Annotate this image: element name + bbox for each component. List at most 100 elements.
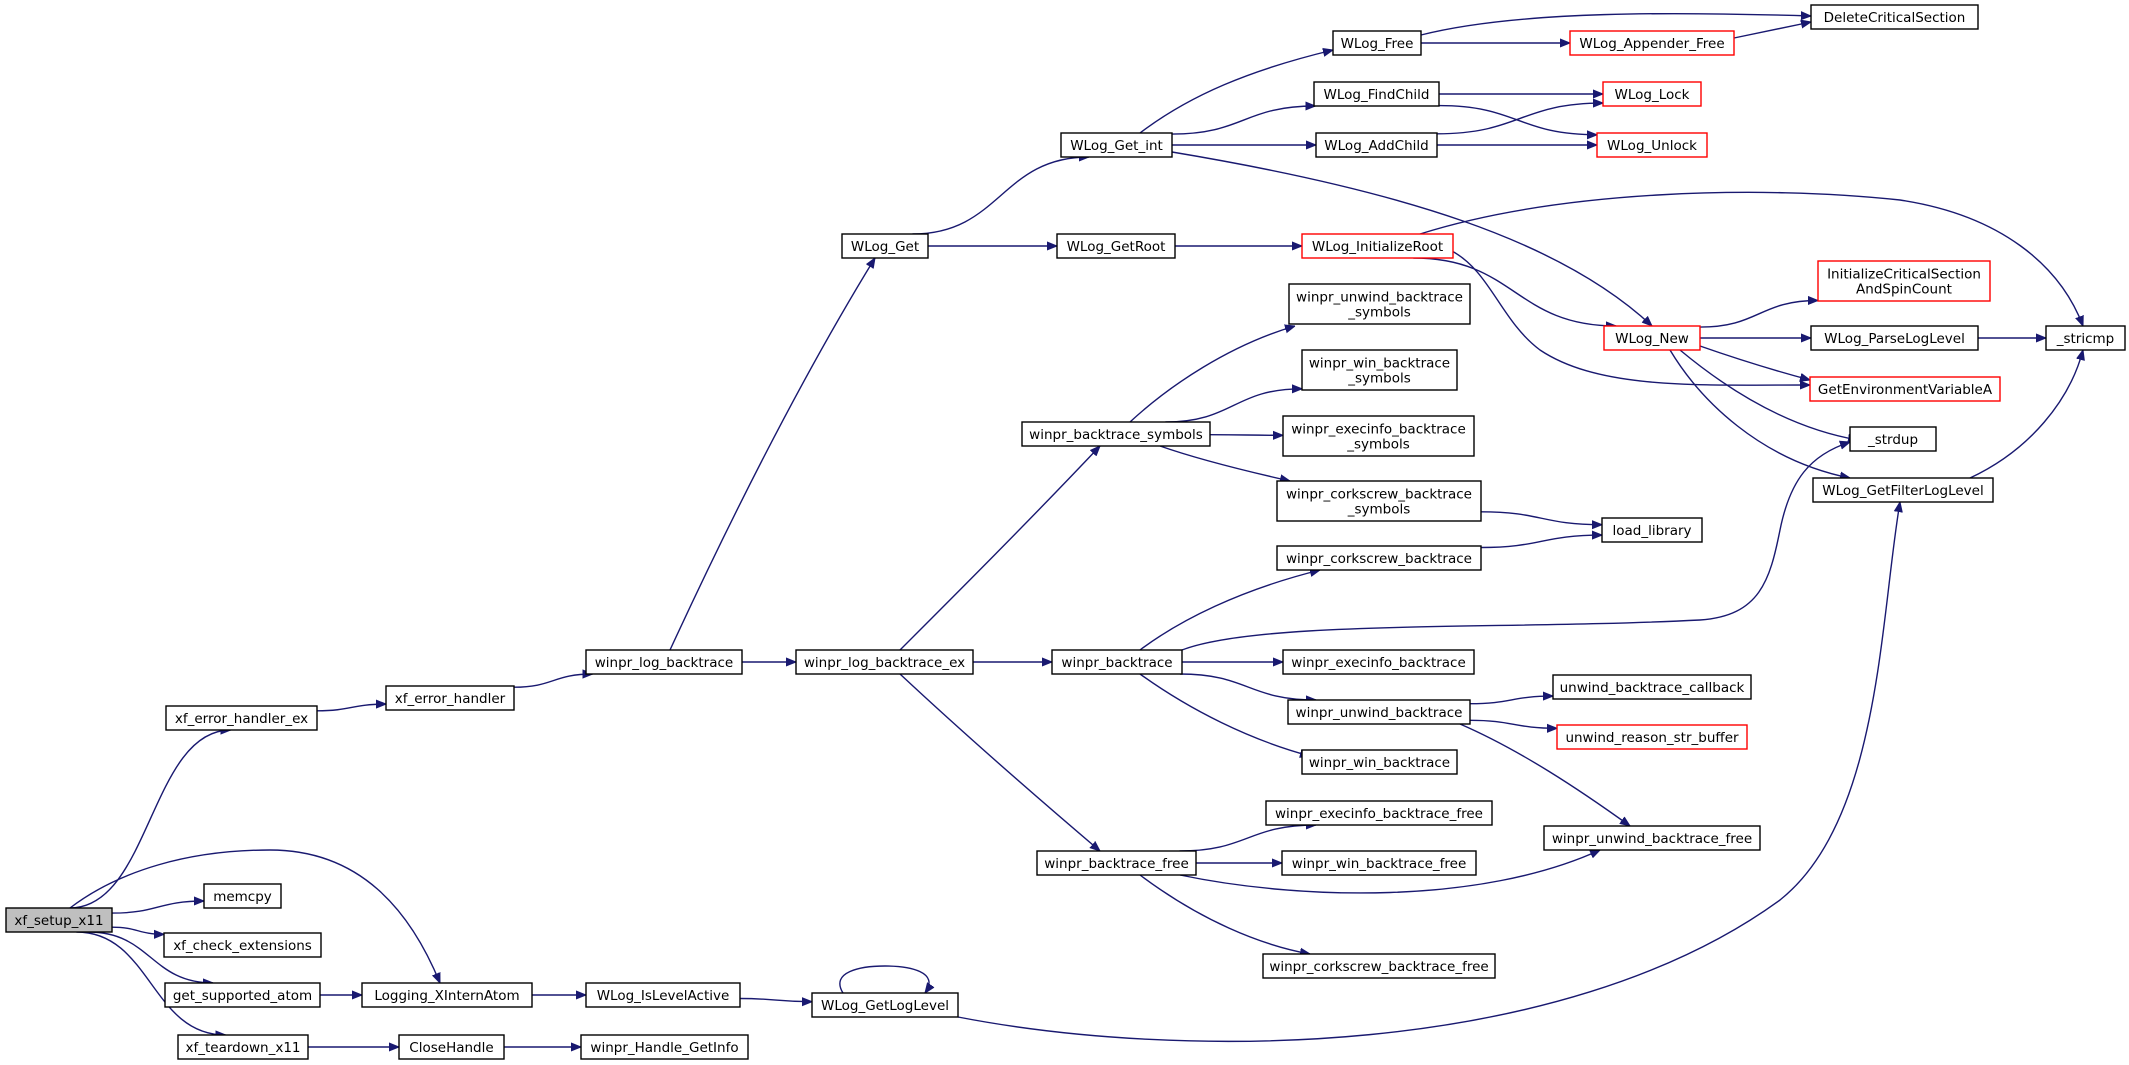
edge-xf_setup_x11-to-get_supported_atom <box>88 931 213 983</box>
node-xf_teardown_x11[interactable]: xf_teardown_x11 <box>177 1034 309 1060</box>
node-WLog_Get[interactable]: WLog_Get <box>841 233 929 259</box>
node-box <box>1313 81 1440 107</box>
node-_strdup[interactable]: _strdup <box>1849 426 1937 452</box>
node-xf_error_handler_ex[interactable]: xf_error_handler_ex <box>165 705 318 731</box>
node-box <box>5 907 113 933</box>
edge-winpr_unwind_backtrace-to-winpr_unwind_backtrace_free <box>1459 723 1630 826</box>
node-memcpy[interactable]: memcpy <box>203 883 282 909</box>
node-_stricmp[interactable]: _stricmp <box>2045 325 2126 351</box>
node-winpr_corkscrew_backtrace[interactable]: winpr_corkscrew_backtrace <box>1276 545 1482 571</box>
edge-WLog_InitializeRoot-to-WLog_New <box>1413 257 1616 326</box>
node-box <box>1809 376 2001 402</box>
node-box <box>1021 421 1211 447</box>
node-xf_check_extensions[interactable]: xf_check_extensions <box>163 932 322 958</box>
edge-WLog_GetFilterLogLevel-to-_stricmp <box>1969 350 2083 479</box>
node-box <box>1556 724 1748 750</box>
node-CloseHandle[interactable]: CloseHandle <box>398 1034 505 1060</box>
node-WLog_GetLogLevel[interactable]: WLog_GetLogLevel <box>811 992 959 1018</box>
node-unwind_backtrace_callback[interactable]: unwind_backtrace_callback <box>1552 674 1752 700</box>
node-winpr_win_backtrace[interactable]: winpr_win_backtrace <box>1301 749 1458 775</box>
edge-WLog_Get_int-to-WLog_Free <box>1139 50 1333 134</box>
edge-WLog_Get_int-to-WLog_FindChild <box>1171 106 1315 135</box>
edge-WLog_New-to-GetEnvironmentVariableA <box>1699 345 1810 380</box>
node-box <box>1282 649 1475 675</box>
node-label: WLog_Get_int <box>1070 138 1163 154</box>
node-WLog_Get_int[interactable]: WLog_Get_int <box>1060 132 1173 158</box>
node-box <box>1810 325 1979 351</box>
node-box <box>1332 30 1422 56</box>
node-label: _symbols <box>1347 305 1411 321</box>
node-winpr_log_backtrace[interactable]: winpr_log_backtrace <box>585 649 743 675</box>
edge-xf_setup_x11-to-memcpy <box>111 901 204 914</box>
node-winpr_Handle_GetInfo[interactable]: winpr_Handle_GetInfo <box>580 1034 749 1060</box>
node-WLog_Lock[interactable]: WLog_Lock <box>1602 81 1702 107</box>
node-winpr_unwind_backtrace_free[interactable]: winpr_unwind_backtrace_free <box>1543 825 1761 851</box>
node-WLog_Unlock[interactable]: WLog_Unlock <box>1596 132 1708 158</box>
node-winpr_execinfo_backtrace[interactable]: winpr_execinfo_backtrace <box>1282 649 1475 675</box>
node-label: Logging_XInternAtom <box>374 988 519 1004</box>
node-unwind_reason_str_buffer[interactable]: unwind_reason_str_buffer <box>1556 724 1748 750</box>
node-label: winpr_Handle_GetInfo <box>590 1040 738 1056</box>
node-box <box>1602 81 1702 107</box>
node-box <box>795 649 974 675</box>
node-Logging_XInternAtom[interactable]: Logging_XInternAtom <box>361 982 533 1008</box>
edge-xf_setup_x11-to-xf_teardown_x11 <box>76 931 225 1035</box>
node-load_library[interactable]: load_library <box>1601 517 1703 543</box>
node-winpr_backtrace[interactable]: winpr_backtrace <box>1051 649 1183 675</box>
node-WLog_New[interactable]: WLog_New <box>1603 325 1701 351</box>
node-box <box>1596 132 1708 158</box>
node-label: xf_error_handler_ex <box>175 711 308 727</box>
node-xf_error_handler[interactable]: xf_error_handler <box>385 685 515 711</box>
node-label: WLog_IsLevelActive <box>597 988 730 1004</box>
node-winpr_unwind_backtrace[interactable]: winpr_unwind_backtrace <box>1287 699 1471 725</box>
node-xf_setup_x11[interactable]: xf_setup_x11 <box>5 907 113 933</box>
edge-WLog_Appender_Free-to-DeleteCriticalSection <box>1733 22 1811 39</box>
node-label: DeleteCriticalSection <box>1824 10 1966 26</box>
node-winpr_win_backtrace_symbols[interactable]: winpr_win_backtrace_symbols <box>1301 349 1458 391</box>
node-winpr_backtrace_free[interactable]: winpr_backtrace_free <box>1036 850 1197 876</box>
edge-winpr_backtrace-to-winpr_win_backtrace <box>1139 673 1310 756</box>
node-box <box>1281 850 1477 876</box>
node-winpr_unwind_backtrace_symbols[interactable]: winpr_unwind_backtrace_symbols <box>1288 283 1471 325</box>
node-get_supported_atom[interactable]: get_supported_atom <box>164 982 321 1008</box>
node-GetEnvironmentVariableA[interactable]: GetEnvironmentVariableA <box>1809 376 2001 402</box>
edge-winpr_backtrace_symbols-to-winpr_corkscrew_backtrace_symbols <box>1159 445 1290 481</box>
node-DeleteCriticalSection[interactable]: DeleteCriticalSection <box>1810 4 1979 30</box>
node-winpr_corkscrew_backtrace_free[interactable]: winpr_corkscrew_backtrace_free <box>1262 953 1496 979</box>
node-WLog_AddChild[interactable]: WLog_AddChild <box>1315 132 1438 158</box>
node-WLog_ParseLogLevel[interactable]: WLog_ParseLogLevel <box>1810 325 1979 351</box>
node-WLog_IsLevelActive[interactable]: WLog_IsLevelActive <box>585 982 741 1008</box>
node-winpr_execinfo_backtrace_symbols[interactable]: winpr_execinfo_backtrace_symbols <box>1282 415 1475 457</box>
node-winpr_log_backtrace_ex[interactable]: winpr_log_backtrace_ex <box>795 649 974 675</box>
node-box <box>1552 674 1752 700</box>
node-box <box>385 685 515 711</box>
node-label: _symbols <box>1347 502 1411 518</box>
node-box <box>1601 517 1703 543</box>
node-label: AndSpinCount <box>1856 282 1952 298</box>
node-label: winpr_unwind_backtrace_free <box>1552 831 1752 847</box>
node-WLog_GetFilterLogLevel[interactable]: WLog_GetFilterLogLevel <box>1812 477 1994 503</box>
node-label: xf_check_extensions <box>173 938 312 954</box>
node-winpr_execinfo_backtrace_free[interactable]: winpr_execinfo_backtrace_free <box>1265 800 1493 826</box>
node-label: WLog_GetLogLevel <box>821 998 949 1014</box>
node-WLog_GetRoot[interactable]: WLog_GetRoot <box>1056 233 1176 259</box>
node-WLog_FindChild[interactable]: WLog_FindChild <box>1313 81 1440 107</box>
node-WLog_InitializeRoot[interactable]: WLog_InitializeRoot <box>1301 233 1454 259</box>
edge-winpr_log_backtrace-to-WLog_Get <box>669 258 875 651</box>
node-label: _strdup <box>1867 432 1918 448</box>
node-box <box>1603 325 1701 351</box>
node-label: winpr_win_backtrace_free <box>1292 856 1467 872</box>
node-winpr_win_backtrace_free[interactable]: winpr_win_backtrace_free <box>1281 850 1477 876</box>
node-winpr_backtrace_symbols[interactable]: winpr_backtrace_symbols <box>1021 421 1211 447</box>
node-label: winpr_execinfo_backtrace <box>1291 655 1466 671</box>
node-winpr_corkscrew_backtrace_symbols[interactable]: winpr_corkscrew_backtrace_symbols <box>1276 480 1482 522</box>
node-box <box>165 705 318 731</box>
edge-winpr_corkscrew_backtrace-to-load_library <box>1480 535 1602 549</box>
node-WLog_Appender_Free[interactable]: WLog_Appender_Free <box>1569 30 1735 56</box>
node-label: WLog_Lock <box>1615 87 1690 103</box>
edge-WLog_InitializeRoot-to-GetEnvironmentVariableA <box>1449 249 1810 385</box>
node-WLog_Free[interactable]: WLog_Free <box>1332 30 1422 56</box>
node-label: GetEnvironmentVariableA <box>1818 382 1993 398</box>
